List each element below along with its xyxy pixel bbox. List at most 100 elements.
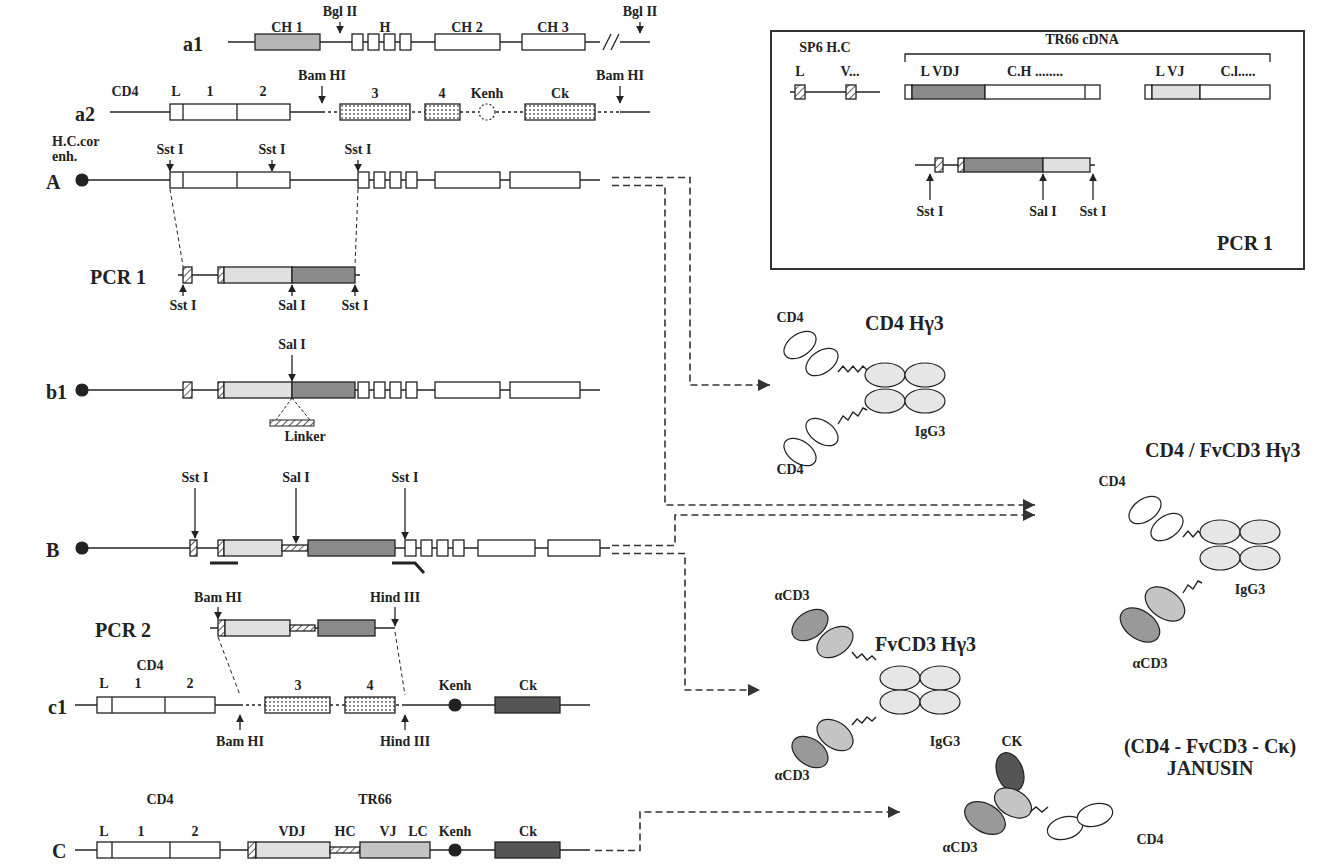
part-label: Sal I xyxy=(282,470,310,485)
dashed-arrow xyxy=(595,812,900,851)
construct-row: B xyxy=(46,536,612,563)
domain-ellipse xyxy=(1200,546,1240,570)
stroke-path xyxy=(905,54,1270,62)
exon-box xyxy=(282,545,308,551)
dashed-arrow xyxy=(612,554,760,691)
part-label: 1 xyxy=(207,84,214,99)
leader-line xyxy=(170,189,183,266)
part-label: CH 2 xyxy=(451,20,483,35)
part-label: CD4 xyxy=(146,792,173,807)
part-label: VDJ xyxy=(278,824,305,839)
exon-box xyxy=(958,158,964,172)
site-arrow xyxy=(394,607,395,626)
exon-box xyxy=(1200,85,1270,99)
exon-box xyxy=(935,158,943,172)
part-label: Ck xyxy=(519,678,537,693)
domain-ellipse xyxy=(801,413,843,452)
part-label: IgG3 xyxy=(1235,582,1265,597)
dashed-arrow xyxy=(612,515,1035,546)
part-label: Bgl II xyxy=(323,4,358,19)
domain-ellipse xyxy=(865,363,905,387)
exon-box xyxy=(437,540,448,556)
node-title: a1 xyxy=(183,33,203,55)
exon-box xyxy=(846,85,856,99)
part-label: Bam HI xyxy=(216,734,264,749)
part-label: Sst I xyxy=(182,470,209,485)
part-label: Sst I xyxy=(917,204,944,219)
exon-box xyxy=(248,842,256,858)
exon-box xyxy=(495,697,560,713)
stroke-path xyxy=(603,34,619,50)
exon-box xyxy=(170,104,290,120)
inset-box: PCR 1 xyxy=(770,30,1305,270)
exon-box xyxy=(97,842,220,858)
node-title: PCR 2 xyxy=(95,619,151,641)
part-label: 2 xyxy=(192,824,199,839)
exon-box xyxy=(345,697,395,713)
part-label: αCD3 xyxy=(942,840,977,855)
domain-ellipse xyxy=(880,690,920,714)
exon-divider xyxy=(1084,85,1085,99)
part-label: CD4 xyxy=(1098,474,1125,489)
part-label: 2 xyxy=(260,84,267,99)
site-arrow xyxy=(357,160,358,171)
exon-box xyxy=(912,85,985,99)
exon-box xyxy=(374,172,385,188)
exon-box xyxy=(510,382,580,398)
site-arrow xyxy=(194,488,195,538)
node-title: PCR 1 xyxy=(1217,232,1273,254)
part-label: C.l..... xyxy=(1221,64,1256,79)
exon-box xyxy=(218,620,225,636)
part-label: L xyxy=(99,676,108,691)
exon-divider xyxy=(164,697,165,713)
stroke-path xyxy=(838,408,867,424)
site-arrow xyxy=(217,607,218,619)
site-arrow xyxy=(354,285,355,296)
site-arrow xyxy=(639,22,640,33)
part-label: L xyxy=(795,64,804,79)
protein-cartoon: FvCD3 Hγ3 xyxy=(760,575,995,790)
exon-box xyxy=(358,382,369,398)
part-label: Sal I xyxy=(278,337,306,352)
exon-box xyxy=(406,172,417,188)
stroke-path xyxy=(1183,531,1202,537)
stroke-path xyxy=(838,366,867,372)
node-title: (CD4 - FvCD3 - Cκ) JANUSIN xyxy=(1115,735,1305,779)
exon-divider xyxy=(111,842,112,858)
node-title: c1 xyxy=(48,696,67,718)
construct-row: A xyxy=(46,168,612,195)
linker-bar xyxy=(270,420,314,426)
site-arrow xyxy=(239,715,240,730)
domain-ellipse xyxy=(811,713,859,757)
stroke-path xyxy=(210,562,238,565)
exon-box xyxy=(1152,85,1200,99)
part-label: CH 3 xyxy=(537,20,569,35)
part-label: Sal I xyxy=(1029,204,1057,219)
construct-row: c1 xyxy=(48,693,595,720)
exon-box xyxy=(525,104,595,120)
part-label: Hind III xyxy=(370,590,420,605)
node-title: CD4 / FvCD3 Hγ3 xyxy=(1145,439,1300,461)
site-arrow xyxy=(271,160,272,171)
part-label: 3 xyxy=(295,678,302,693)
part-label: Ck xyxy=(519,824,537,839)
site-arrow xyxy=(291,285,292,296)
part-label: 1 xyxy=(135,676,142,691)
stroke-path xyxy=(1183,581,1202,593)
site-arrow xyxy=(404,715,405,730)
part-label: CK xyxy=(1002,734,1023,749)
exon-box xyxy=(510,172,580,188)
part-label: TR66 xyxy=(358,792,391,807)
exon-box xyxy=(390,382,401,398)
construct-row: PCR 1 xyxy=(90,263,362,290)
part-label: 4 xyxy=(439,86,446,101)
domain-ellipse xyxy=(1146,508,1188,547)
site-arrow xyxy=(291,355,292,381)
exon-box xyxy=(390,172,401,188)
part-label: Kenh xyxy=(471,86,504,101)
part-label: Sst I xyxy=(157,142,184,157)
domain-ellipse xyxy=(920,666,960,690)
stroke-path xyxy=(852,652,876,660)
